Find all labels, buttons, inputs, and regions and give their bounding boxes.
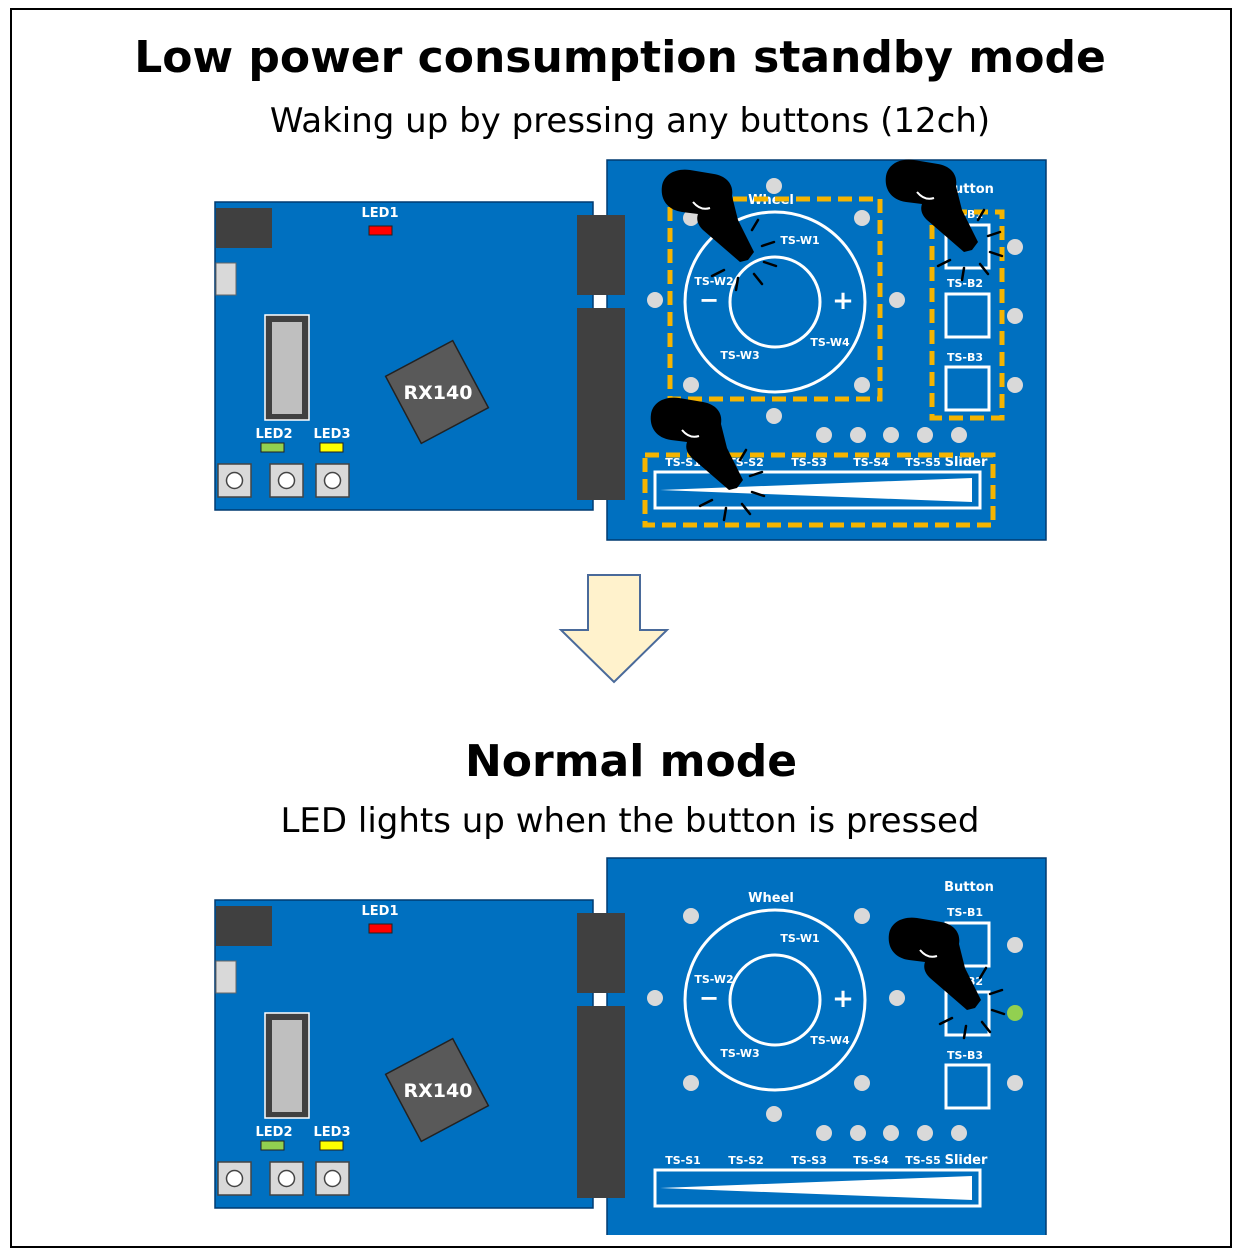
highlight-buttons xyxy=(929,209,1005,421)
touch-board: Wheel TS-W1 TS-W2 TS-W3 TS-W4 − + Button… xyxy=(577,857,1047,1235)
button-label: Button xyxy=(944,880,994,895)
ts-b2-pad xyxy=(944,292,991,339)
normal-subtitle: LED lights up when the button is pressed xyxy=(280,801,979,841)
highlight-boxes xyxy=(642,196,1005,528)
led3-indicator xyxy=(319,442,344,453)
led3-label: LED3 xyxy=(313,427,350,442)
ts-w3-label: TS-W3 xyxy=(720,349,759,362)
ts-w2-label: TS-W2 xyxy=(694,973,733,986)
led3-indicator xyxy=(319,1140,344,1151)
ts-s5-label: TS-S5 xyxy=(905,456,941,469)
connector-top xyxy=(577,913,625,993)
ts-s1-label: TS-S1 xyxy=(665,456,701,469)
led1-indicator xyxy=(368,225,393,236)
connector-bottom xyxy=(577,308,625,500)
wheel-minus: − xyxy=(699,984,719,1012)
slider-label: Slider xyxy=(945,1153,988,1168)
ts-b2-label: TS-B2 xyxy=(947,277,983,290)
wheel-minus: − xyxy=(699,286,719,314)
ts-w1-label: TS-W1 xyxy=(780,234,819,247)
touch-wheel xyxy=(683,908,867,1092)
wheel-label: Wheel xyxy=(748,891,794,906)
chip-label: RX140 xyxy=(404,382,473,404)
ts-b1-label: TS-B1 xyxy=(947,906,983,919)
connector-bottom xyxy=(577,1006,625,1198)
wheel-plus: + xyxy=(832,286,854,316)
ts-s2-label: TS-S2 xyxy=(728,456,764,469)
led1-indicator xyxy=(368,923,393,934)
switch-block xyxy=(264,314,310,421)
ts-b3-pad xyxy=(944,1063,991,1110)
ts-w4-label: TS-W4 xyxy=(810,336,850,349)
push-switches xyxy=(217,463,350,498)
led2-label: LED2 xyxy=(255,1125,292,1140)
ts-w2-label: TS-W2 xyxy=(694,275,733,288)
touch-wheel xyxy=(683,210,867,394)
touch-slider xyxy=(653,470,982,510)
lit-led xyxy=(1007,1005,1023,1021)
board-dots xyxy=(647,908,1023,1141)
chip-label: RX140 xyxy=(404,1080,473,1102)
led3-label: LED3 xyxy=(313,1125,350,1140)
ts-s4-label: TS-S4 xyxy=(853,1154,889,1167)
ts-w4-label: TS-W4 xyxy=(810,1034,850,1047)
ts-s5-label: TS-S5 xyxy=(905,1154,941,1167)
ts-s1-label: TS-S1 xyxy=(665,1154,701,1167)
switch-block xyxy=(264,1012,310,1119)
touch-slider xyxy=(653,1168,982,1208)
led2-label: LED2 xyxy=(255,427,292,442)
normal-title: Normal mode xyxy=(465,736,797,787)
ts-s3-label: TS-S3 xyxy=(791,456,827,469)
touch-board: Wheel TS-W1 TS-W2 TS-W3 TS-W4 − + Button… xyxy=(577,158,1047,541)
led1-label: LED1 xyxy=(361,206,398,221)
standby-title: Low power consumption standby mode xyxy=(134,32,1106,83)
standby-subtitle: Waking up by pressing any buttons (12ch) xyxy=(270,101,990,141)
ts-s2-label: TS-S2 xyxy=(728,1154,764,1167)
ts-b3-label: TS-B3 xyxy=(947,1049,983,1062)
led2-indicator xyxy=(260,442,285,453)
mcu-board: RX140 LED1 LED2 LED3 xyxy=(214,899,594,1209)
highlight-slider xyxy=(642,452,996,528)
ts-w1-label: TS-W1 xyxy=(780,932,819,945)
down-arrow-icon xyxy=(558,574,670,684)
board-dots xyxy=(647,178,1023,443)
mcu-board: RX140 LED1 LED2 LED3 xyxy=(214,201,594,511)
mcu-chip xyxy=(384,339,490,445)
ts-s3-label: TS-S3 xyxy=(791,1154,827,1167)
led1-label: LED1 xyxy=(361,904,398,919)
ts-s4-label: TS-S4 xyxy=(853,456,889,469)
push-switches xyxy=(217,1161,350,1196)
wheel-plus: + xyxy=(832,984,854,1014)
mcu-chip xyxy=(384,1037,490,1143)
ts-b3-pad xyxy=(944,365,991,412)
highlight-wheel xyxy=(667,196,883,402)
led2-indicator xyxy=(260,1140,285,1151)
connector-top xyxy=(577,215,625,295)
ts-b3-label: TS-B3 xyxy=(947,351,983,364)
slider-label: Slider xyxy=(945,455,988,470)
ts-w3-label: TS-W3 xyxy=(720,1047,759,1060)
